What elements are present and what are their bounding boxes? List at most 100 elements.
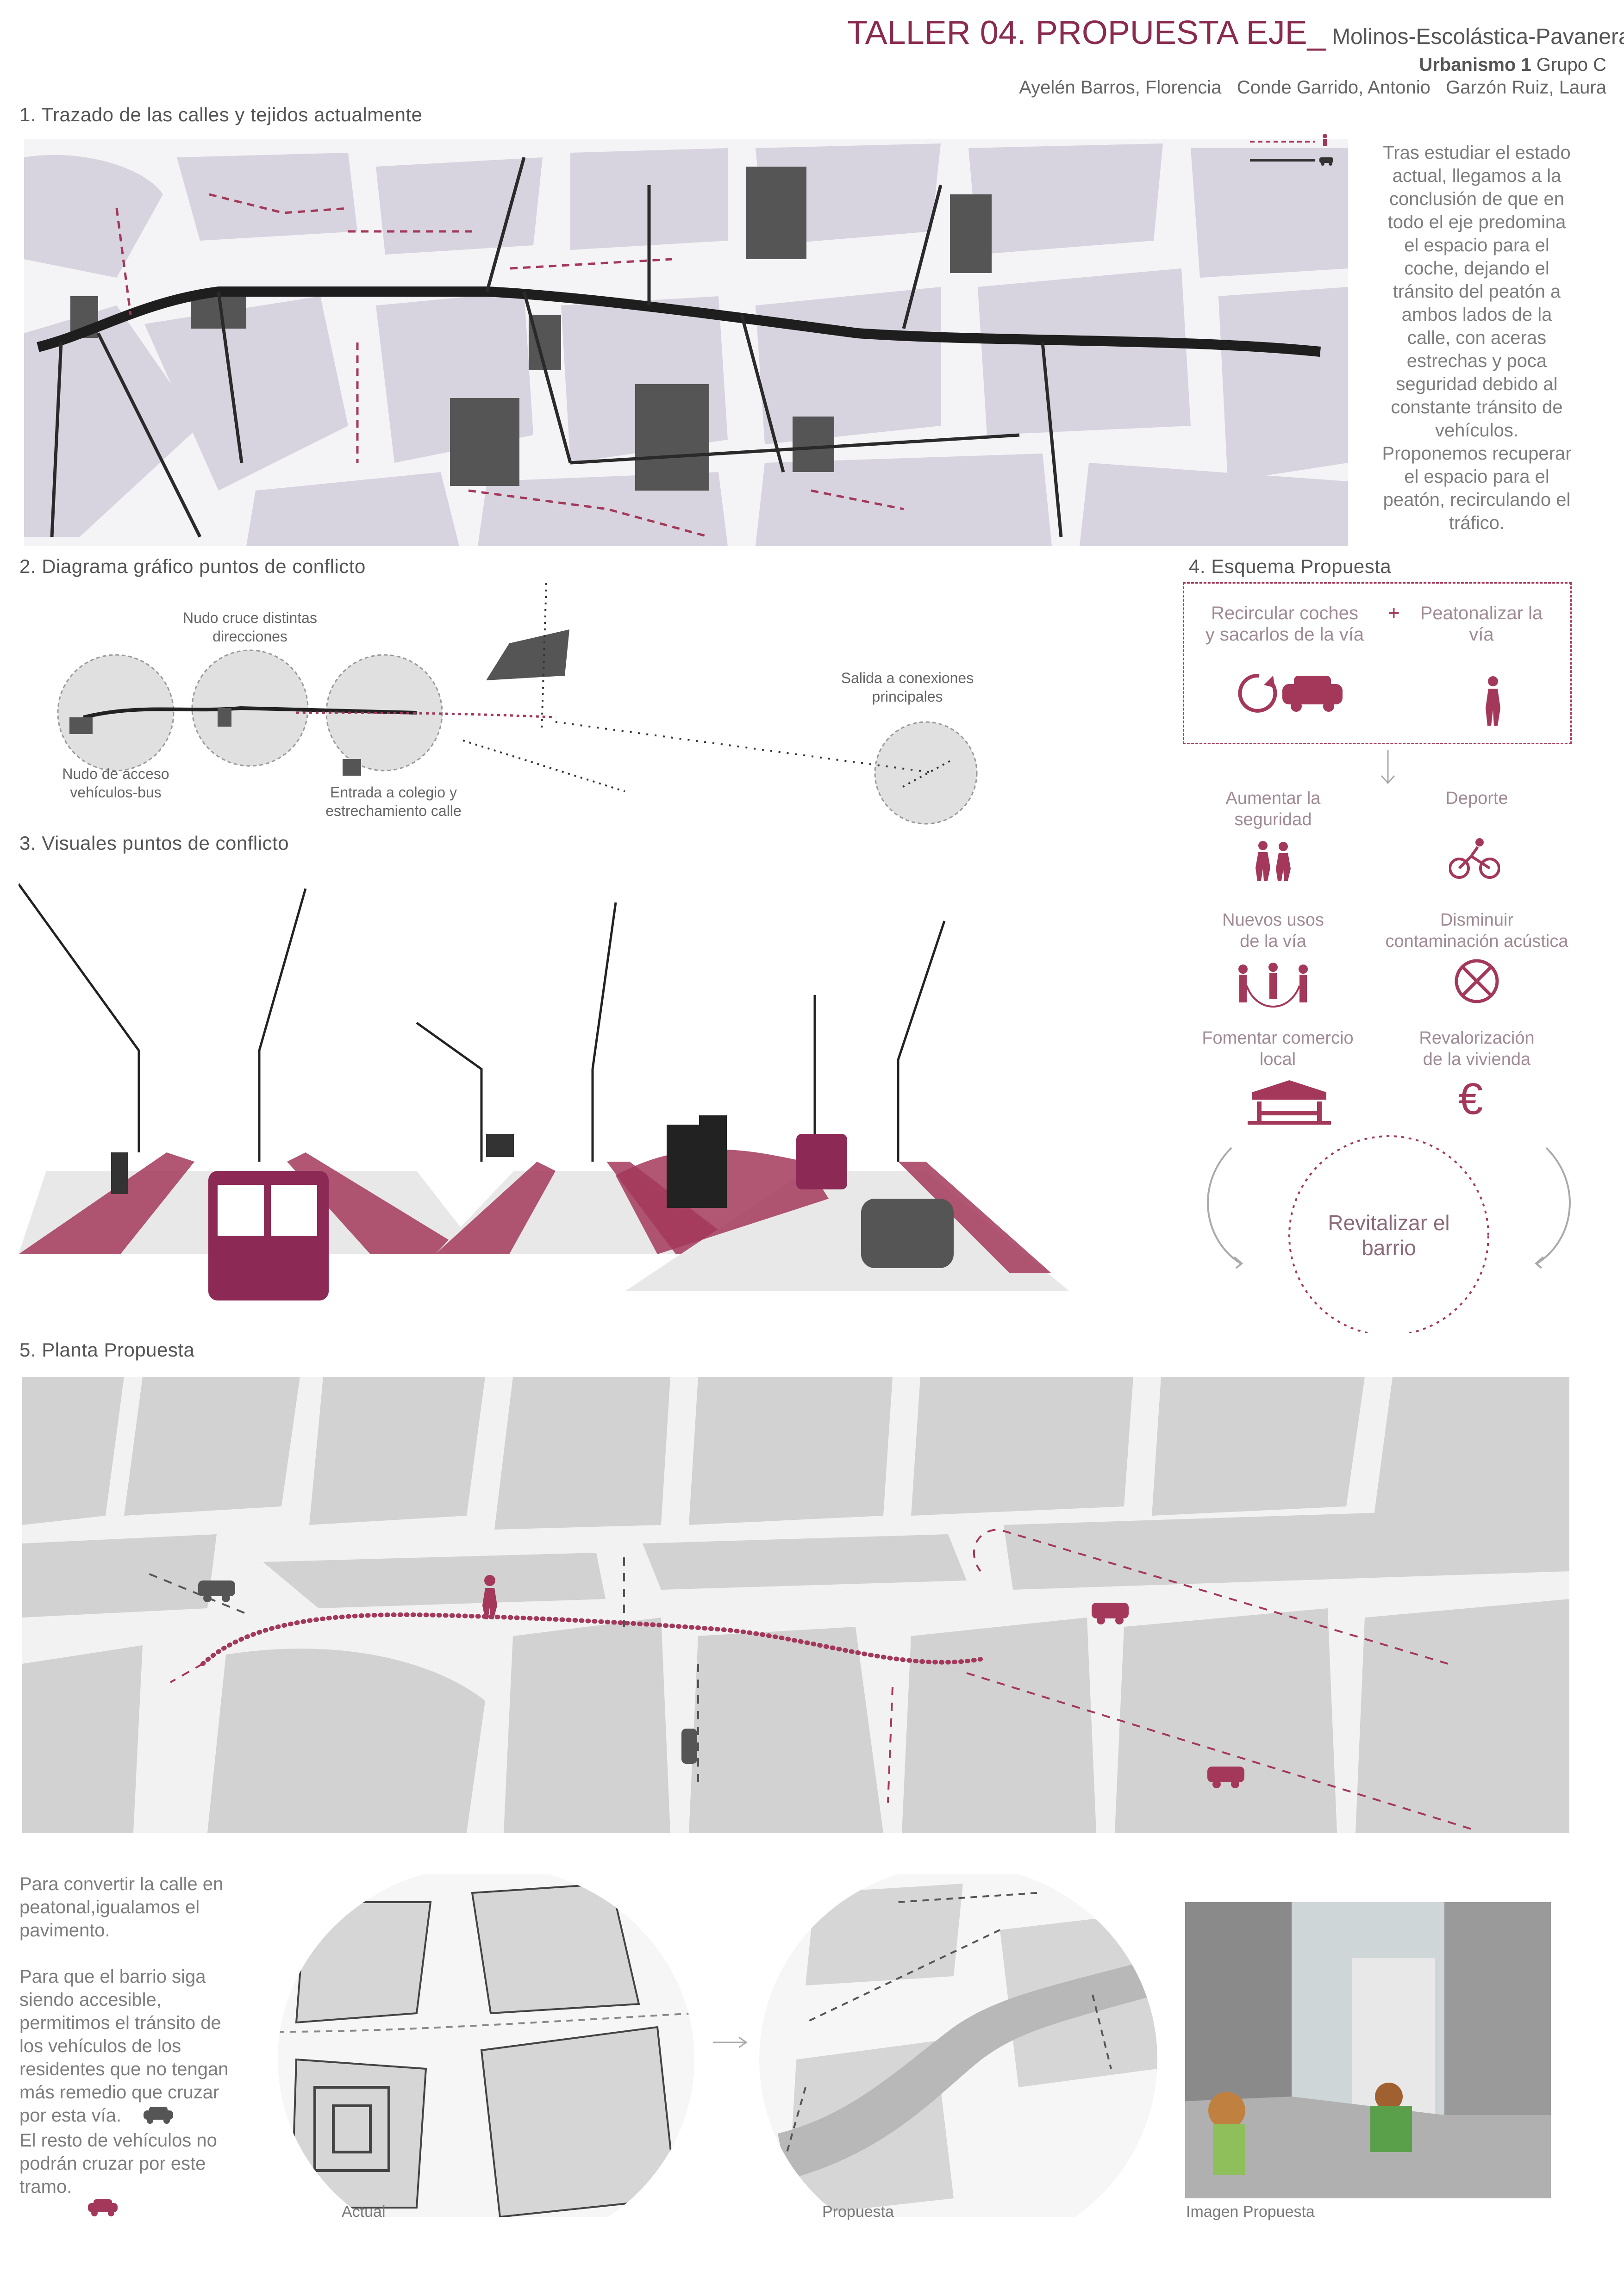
label-line: Nudo de acceso	[62, 765, 169, 782]
current-street-map	[24, 139, 1348, 546]
benefit-label-line: local	[1259, 1050, 1296, 1069]
description-line: calle, con aceras	[1407, 328, 1547, 348]
box-text-line: Peatonalizar la	[1420, 603, 1543, 623]
label-line: principales	[872, 688, 943, 705]
description-line: coche, dejando el	[1404, 258, 1549, 279]
label-line: direcciones	[212, 628, 287, 645]
description-line: tránsito del peatón a	[1393, 281, 1561, 302]
secondary-streets	[50, 157, 1063, 538]
paragraph-line: podrán cruzar por este	[19, 2153, 206, 2174]
legend-graphic	[1250, 134, 1333, 166]
label-line: vehículos-bus	[70, 784, 162, 801]
proposed-plan-circle	[759, 1874, 1157, 2217]
conflict-visuals	[19, 875, 1069, 1328]
section2-title: 2. Diagrama gráfico puntos de conflicto	[19, 555, 366, 577]
car-icon	[1207, 1767, 1244, 1788]
paragraph-line: residentes que no tengan	[19, 2059, 229, 2079]
course-group: Grupo C	[1531, 55, 1606, 75]
actual-plan-circle	[278, 1874, 694, 2217]
benefit-label-line: Aumentar la	[1225, 789, 1321, 808]
pedestrian-icon	[482, 1575, 497, 1619]
map-blocks	[24, 143, 1348, 546]
paragraph-line: pavimento.	[19, 1920, 110, 1941]
benefit-label-line: Fomentar comercio	[1202, 1028, 1354, 1048]
recirculate-cars-icon	[1227, 666, 1347, 713]
paragraph-line: Para que el barrio siga	[19, 1966, 206, 1987]
description-line: todo el eje predomina	[1387, 212, 1566, 232]
plan-car-icons	[198, 1580, 1244, 1788]
no-noise-icon	[1454, 958, 1500, 1004]
arrow-right-icon	[713, 2035, 750, 2049]
conflict-diagram	[46, 574, 1018, 833]
paragraph-line: Para convertir la calle en	[19, 1874, 224, 1894]
section1-title: 1. Trazado de las calles y tejidos actua…	[19, 104, 423, 125]
cyclist-icon	[1449, 838, 1500, 879]
box-text-line: Recircular coches	[1211, 603, 1358, 623]
label-line: Salida a conexiones	[841, 670, 974, 686]
box-text-line: vía	[1469, 624, 1494, 645]
description-line: estrechas y poca	[1406, 351, 1547, 371]
car-icon	[198, 1580, 235, 1602]
down-arrow-icon	[1379, 750, 1397, 787]
market-stall-icon	[1248, 1078, 1331, 1125]
description-line: peatón, recirculando el	[1383, 490, 1571, 510]
main-axis-road	[37, 286, 1321, 357]
visual-scene-3	[616, 921, 1069, 1291]
benefit-deporte: Deporte	[1389, 788, 1565, 809]
description-line: vehículos.	[1435, 420, 1519, 441]
authors: Ayelén Barros, Florencia Conde Garrido, …	[1019, 77, 1606, 98]
box-text-line: y sacarlos de la vía	[1205, 624, 1364, 645]
paragraph-line: siendo accesible,	[19, 1990, 162, 2010]
cycle-diagram	[1204, 1129, 1574, 1333]
description-line: conclusión de que en	[1389, 189, 1565, 209]
section4-title: 4. Esquema Propuesta	[1189, 555, 1392, 577]
jump-rope-icon	[1234, 963, 1312, 1009]
car-routes-red	[170, 1528, 1476, 1831]
course-line: Urbanismo 1 Grupo C	[847, 55, 1606, 75]
paragraph-line: permitimos el tránsito de	[19, 2013, 221, 2033]
description-line: el espacio para el	[1404, 235, 1549, 255]
proposed-plan-map	[22, 1377, 1569, 1833]
plus-sign: +	[1388, 602, 1400, 624]
car-icon	[87, 2198, 119, 2217]
benefit-label-line: Revalorización	[1419, 1028, 1535, 1048]
pedestrian-axis	[200, 1612, 983, 1666]
description-line: seguridad debido al	[1396, 374, 1558, 394]
benefit-label-line: Nuevos usos	[1222, 910, 1324, 930]
title-accent: TALLER 04.	[847, 14, 1026, 51]
caption-actual: Actual	[342, 2203, 386, 2221]
description-line: el espacio para el	[1404, 467, 1549, 487]
description-line: Proponemos recuperar	[1382, 443, 1572, 464]
euro-icon: €	[1458, 1074, 1483, 1124]
description-line: tráfico.	[1449, 513, 1505, 533]
title-main: PROPUESTA EJE_	[1026, 14, 1326, 51]
description-line: actual, llegamos a la	[1392, 166, 1562, 186]
description-line: constante tránsito de	[1391, 397, 1563, 417]
proposal-render-image	[1185, 1902, 1551, 2198]
plan-blocks	[22, 1377, 1569, 1833]
car-icon	[681, 1729, 697, 1764]
paragraph-line: más remedio que cruzar	[19, 2082, 219, 2103]
circle-text-line: Revitalizar el	[1328, 1211, 1450, 1235]
page-header: TALLER 04. PROPUESTA EJE_ Molinos-Escolá…	[847, 14, 1624, 98]
benefit-comercio: Fomentar comercio local	[1194, 1027, 1361, 1070]
pedestrian-paths	[115, 193, 904, 538]
section5-title: 5. Planta Propuesta	[19, 1339, 195, 1361]
proposal-box	[1183, 582, 1572, 744]
circle-text-line: barrio	[1362, 1236, 1416, 1260]
conflict-diagram-graphic	[57, 583, 978, 825]
label-line: Nudo cruce distintas	[183, 610, 317, 626]
label-line: estrechamiento calle	[325, 803, 462, 819]
paragraph-line: por esta vía.	[19, 2105, 122, 2126]
car-icon	[143, 2106, 175, 2124]
car-routes-grey	[142, 1557, 699, 1784]
